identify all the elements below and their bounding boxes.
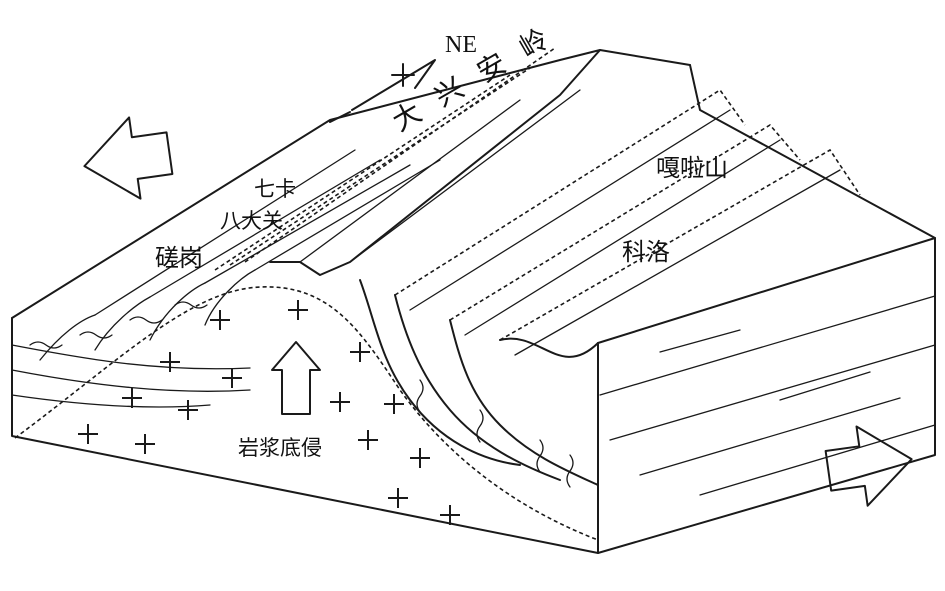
- label-cuogang: 磋岗: [155, 244, 203, 272]
- ridge-crest: [269, 49, 601, 276]
- plus-mark: [410, 448, 430, 468]
- uplift-arrow: [271, 341, 321, 415]
- right-panel-line-2: [464, 139, 781, 336]
- fold-squiggle-3: [129, 316, 163, 324]
- right-strata-2: [609, 344, 936, 441]
- right-dash-2: [449, 123, 801, 321]
- right-dash-1: [394, 88, 746, 296]
- fold-squiggle-4: [174, 301, 208, 309]
- left-strata-2: [11, 369, 251, 392]
- plus-mark: [440, 505, 460, 525]
- left-slope-line-4: [254, 159, 441, 271]
- plus-mark: [135, 434, 155, 454]
- plus-mark: [122, 388, 142, 408]
- label-keluo: 科洛: [622, 238, 670, 266]
- ne-shear-arrow: [351, 59, 436, 111]
- direction-label-ne: NE: [445, 32, 477, 58]
- right-strata-3: [639, 397, 901, 476]
- fold-squiggle-2: [79, 331, 113, 339]
- left-fault-2: [94, 296, 151, 351]
- label-qika: 七卡: [254, 177, 296, 201]
- plus-mark: [78, 424, 98, 444]
- plus-mark: [388, 488, 408, 508]
- ridge-line-a: [299, 99, 521, 263]
- fold-squiggle-8: [566, 454, 574, 488]
- plus-mark: [384, 394, 404, 414]
- ne-plus-mark: [391, 63, 415, 87]
- extension-arrow-left: [83, 116, 174, 200]
- right-listric-2: [394, 294, 561, 481]
- plus-mark: [358, 430, 378, 450]
- left-slope-line-2: [149, 159, 381, 298]
- label-badaguan: 八大关: [220, 209, 283, 233]
- left-slope-line-3: [204, 164, 411, 284]
- right-strata-5: [659, 329, 741, 353]
- plus-mark: [210, 310, 230, 330]
- right-listric-1: [359, 279, 521, 466]
- left-strata-3: [11, 394, 211, 408]
- right-front-face: [597, 237, 936, 554]
- plus-mark: [288, 300, 308, 320]
- right-plateau-top-edge: [689, 64, 936, 239]
- ridge-dash-1: [214, 74, 511, 271]
- left-slope-line-1: [94, 149, 356, 316]
- left-slope-top-edge: [11, 49, 691, 319]
- plus-mark: [330, 392, 350, 412]
- plus-mark: [178, 400, 198, 420]
- plus-mark: [222, 368, 242, 388]
- right-block-top: [499, 337, 599, 358]
- plus-mark: [160, 352, 180, 372]
- right-strata-4: [699, 424, 936, 496]
- fold-squiggle-7: [536, 439, 544, 473]
- ridge-line-b: [349, 89, 581, 263]
- extension-arrow-right: [824, 425, 913, 507]
- fold-squiggle-5: [416, 379, 424, 413]
- right-dash-3: [499, 148, 861, 341]
- left-strata-1: [11, 344, 251, 370]
- ridge-dash-2: [229, 67, 531, 266]
- right-strata-1: [599, 295, 936, 396]
- label-magma-underplating: 岩浆底侵: [238, 436, 322, 460]
- magma-dome-outline: [14, 286, 599, 541]
- fold-squiggle-6: [476, 409, 484, 443]
- left-fault-4: [204, 269, 256, 326]
- right-listric-3: [449, 319, 599, 486]
- fold-squiggle-1: [29, 341, 63, 349]
- right-strata-6: [779, 371, 871, 401]
- magma-plus-signs: [78, 300, 460, 525]
- left-fault-1: [39, 314, 96, 361]
- plus-mark: [350, 342, 370, 362]
- right-panel-line-3: [514, 169, 841, 356]
- left-front-face: [11, 317, 599, 554]
- right-panel-line-1: [409, 109, 731, 311]
- label-gaolashan: 嘎啦山: [656, 154, 728, 182]
- shear-dash: [329, 111, 351, 123]
